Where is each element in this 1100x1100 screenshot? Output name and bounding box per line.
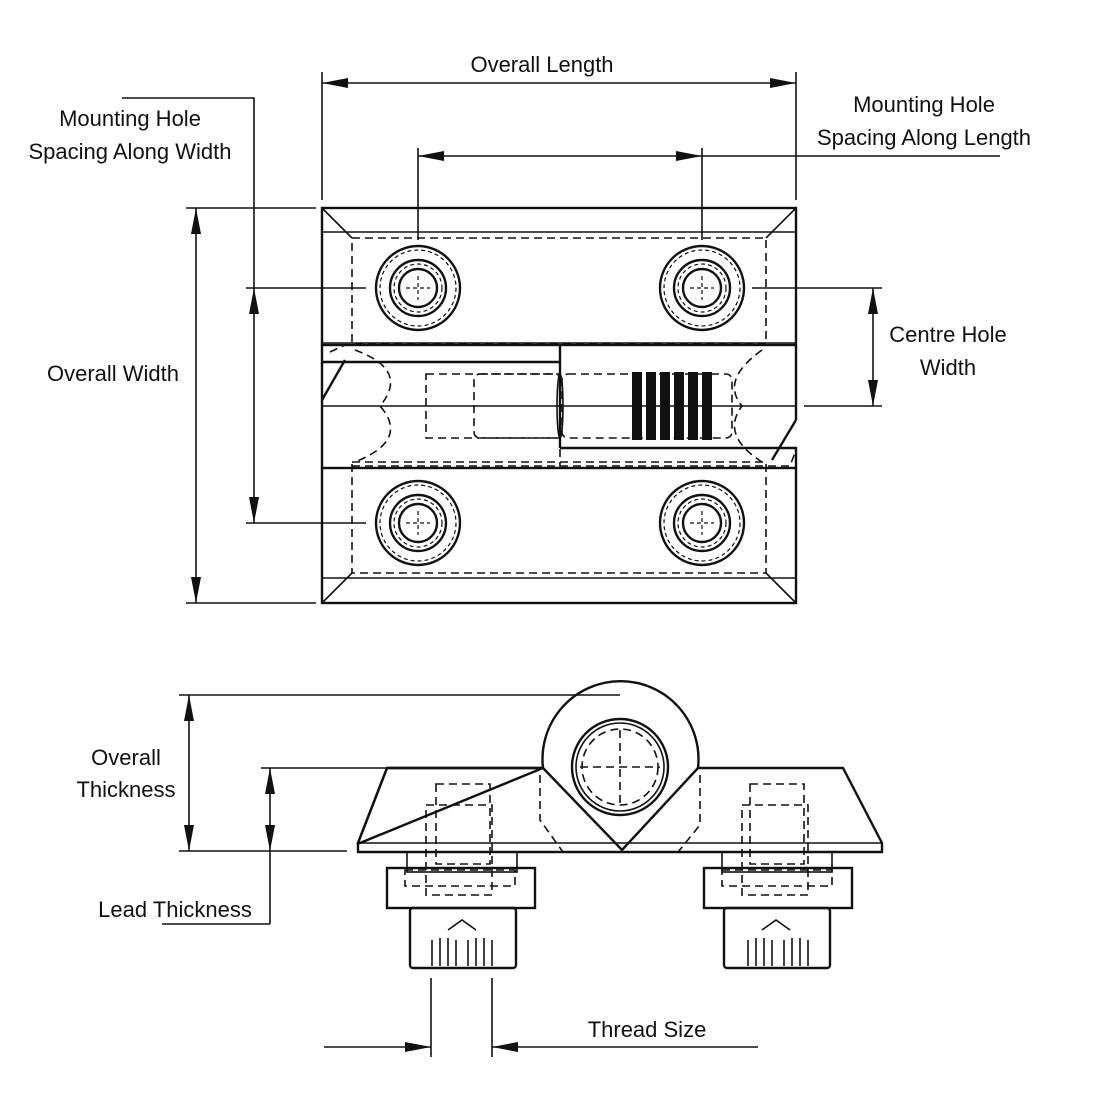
label-overall-length: Overall Length — [470, 52, 613, 77]
label-lead-thickness: Lead Thickness — [98, 897, 252, 922]
thread-marks — [747, 938, 809, 966]
mounting-hole-bottom-left — [374, 479, 462, 567]
mounting-hole-top-left — [374, 244, 462, 332]
screw-right — [702, 783, 854, 970]
label-overall-width: Overall Width — [47, 361, 179, 386]
label-hole-spacing-length-line1: Mounting Hole — [853, 92, 995, 117]
label-centre-hole-width-line2: Width — [920, 355, 976, 380]
dimension-lead-thickness: Lead Thickness — [98, 767, 386, 925]
label-overall-thickness-line1: Overall — [91, 745, 161, 770]
dimension-thread-size: Thread Size — [324, 978, 758, 1057]
pin-knurl — [632, 372, 712, 440]
dimension-hole-spacing-width: Mounting Hole Spacing Along Width — [28, 97, 366, 524]
dimension-centre-hole-width: Centre Hole Width — [752, 287, 1007, 407]
label-hole-spacing-width-line2: Spacing Along Width — [28, 139, 231, 164]
label-thread-size: Thread Size — [588, 1017, 707, 1042]
screw-left — [385, 783, 537, 970]
dimension-overall-length: Overall Length — [321, 52, 797, 200]
label-hole-spacing-length-line2: Spacing Along Length — [817, 125, 1031, 150]
side-view: Overall Thickness Lead Thickness Thread … — [76, 679, 884, 1057]
side-body-outline — [356, 679, 884, 854]
mounting-hole-bottom-right — [658, 479, 746, 567]
label-overall-thickness-line2: Thickness — [76, 777, 175, 802]
dimension-overall-thickness: Overall Thickness — [76, 694, 620, 852]
hinge-body-outline — [320, 206, 798, 605]
mounting-hole-top-right — [658, 244, 746, 332]
label-hole-spacing-width-line1: Mounting Hole — [59, 106, 201, 131]
thread-marks — [431, 938, 493, 966]
dimension-overall-width: Overall Width — [47, 207, 316, 604]
label-centre-hole-width-line1: Centre Hole — [889, 322, 1006, 347]
dimension-hole-spacing-length: Mounting Hole Spacing Along Length — [417, 92, 1031, 240]
top-view: Overall Length Mounting Hole Spacing Alo… — [28, 52, 1031, 605]
